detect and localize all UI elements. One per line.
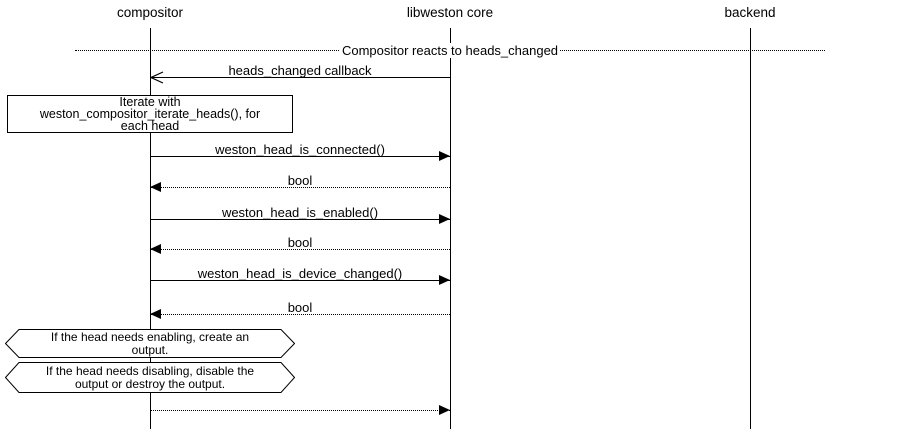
filled-arrowhead-icon [439,214,450,224]
message-final-return [150,395,450,415]
message-return-bool-1: bool [150,172,450,192]
message-line [150,249,450,250]
filled-arrowhead-icon [439,275,450,285]
message-line [150,187,450,188]
condition-label: If the head needs disabling, disable the… [45,363,255,391]
message-return-bool-2: bool [150,234,450,254]
message-label: weston_head_is_enabled() [221,205,379,220]
message-line [150,156,450,157]
message-weston-head-is-device-changed: weston_head_is_device_changed() [150,265,450,285]
message-weston-head-is-enabled: weston_head_is_enabled() [150,204,450,224]
condition-disable-output: If the head needs disabling, disable the… [5,362,295,393]
condition-enable-output: If the head needs enabling, create an ou… [5,329,295,358]
hexagon-shape [5,329,295,358]
message-line [150,77,450,78]
message-line [150,219,450,220]
filled-arrowhead-icon [150,182,161,192]
message-label: bool [287,300,313,315]
lifeline-backend [750,28,751,429]
message-label: weston_head_is_connected() [215,142,385,157]
message-heads-changed-callback: heads_changed callback [150,62,450,84]
note-iterate-heads: Iterate with weston_compositor_iterate_h… [7,95,293,133]
message-line [150,314,450,315]
filled-arrowhead-icon [150,309,161,319]
divider-heads-changed: Compositor reacts to heads_changed [75,43,825,58]
message-line [150,410,450,411]
filled-arrowhead-icon [439,405,450,415]
condition-label: If the head needs enabling, create an ou… [50,329,250,357]
divider-label: Compositor reacts to heads_changed [339,43,561,58]
message-label: heads_changed callback [228,63,372,78]
participant-label-libweston-core: libweston core [406,5,494,20]
filled-arrowhead-icon [439,151,450,161]
lifeline-compositor [150,28,151,429]
open-arrowhead-icon [150,71,164,84]
lifeline-libweston-core [450,28,451,429]
message-label: bool [287,173,313,188]
message-label: weston_head_is_device_changed() [197,266,403,281]
message-label: bool [287,235,313,250]
hexagon-shape [5,362,295,393]
message-line [150,280,450,281]
message-label [150,396,450,411]
participant-label-backend: backend [724,5,776,20]
message-return-bool-3: bool [150,299,450,319]
message-weston-head-is-connected: weston_head_is_connected() [150,141,450,161]
filled-arrowhead-icon [150,244,161,254]
participant-label-compositor: compositor [116,5,184,20]
